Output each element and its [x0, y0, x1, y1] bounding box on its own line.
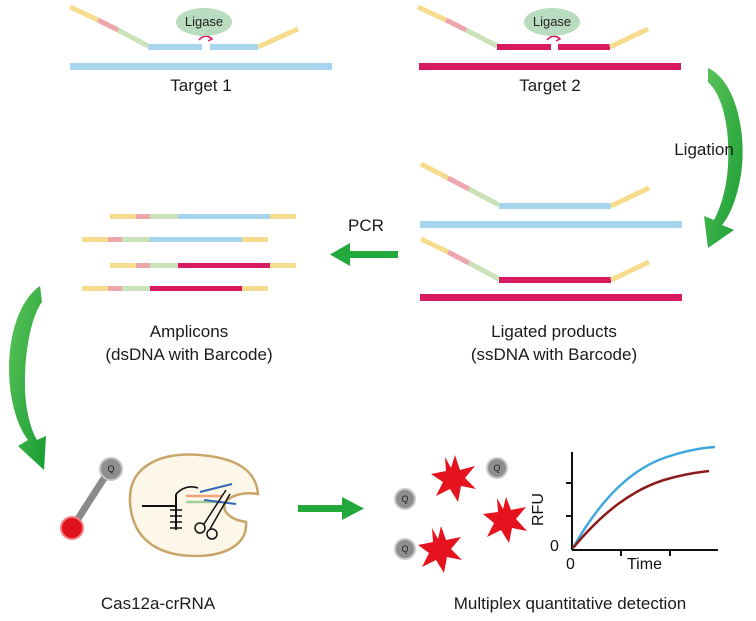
fluorescence-star-icon — [483, 497, 527, 543]
fluorophore-icon — [60, 516, 84, 540]
ligated-products-sublabel: (ssDNA with Barcode) — [470, 345, 638, 364]
quencher-q-probe: Q — [107, 464, 115, 474]
plot-xlabel: Time — [627, 556, 662, 573]
quencher-q-detect-1: Q — [486, 457, 508, 479]
ligation-arrow — [704, 68, 743, 248]
ligated-products-label: Ligated products — [491, 322, 617, 341]
pcr-arrow — [330, 243, 398, 266]
quencher-q-detect-2: Q — [394, 488, 416, 510]
pcr-step-label: PCR — [348, 216, 384, 235]
curve-target-2 — [572, 469, 710, 549]
amplicons — [82, 214, 296, 291]
rfu-plot — [566, 445, 718, 556]
plot-y-zero: 0 — [550, 538, 559, 555]
quencher-q-detect-3: Q — [394, 538, 416, 560]
plot-x-zero: 0 — [566, 556, 575, 573]
cas12a-label: Cas12a-crRNA — [100, 594, 216, 613]
target-1-complex — [68, 4, 332, 70]
cas12a-protein — [128, 453, 260, 558]
amplicons-label: Amplicons — [149, 322, 229, 341]
target-1-label: Target 1 — [170, 76, 232, 95]
target-2-strand — [419, 63, 681, 70]
quencher-icon — [99, 457, 123, 481]
ligase-label-1: Ligase — [176, 8, 232, 36]
cas-arrow — [9, 286, 47, 470]
detection-label: Multiplex quantitative detection — [453, 594, 687, 613]
target-1-strand — [70, 63, 332, 70]
detection-arrow — [298, 497, 364, 520]
target-2-label: Target 2 — [519, 76, 581, 95]
ligation-step-label: Ligation — [674, 140, 734, 159]
ligase-label-2: Ligase — [524, 8, 580, 36]
ligated-products — [419, 161, 682, 301]
amplicons-sublabel: (dsDNA with Barcode) — [105, 345, 273, 364]
signal-field — [418, 455, 527, 573]
reporter-probe — [60, 457, 123, 540]
plot-ylabel: RFU — [530, 493, 547, 526]
fluorescence-star-icon — [418, 526, 462, 573]
curve-target-1 — [571, 445, 716, 549]
fluorescence-star-icon — [431, 455, 476, 502]
target-2-complex — [416, 4, 681, 70]
